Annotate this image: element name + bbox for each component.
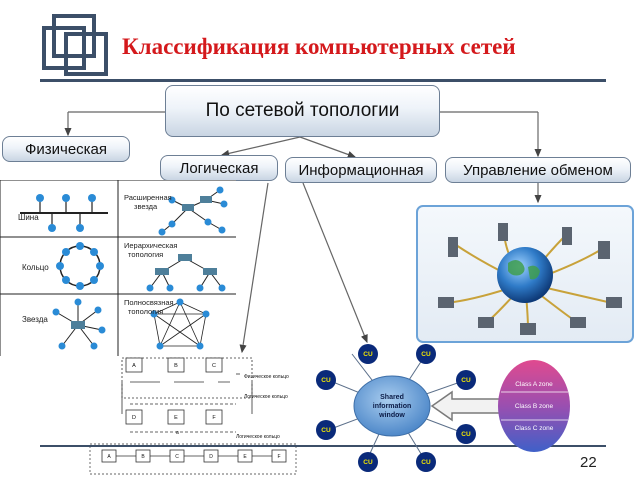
extended-star-label-1: Расширенная	[124, 193, 172, 202]
page-number: 22	[580, 454, 597, 471]
bus-label: Шина	[18, 213, 39, 222]
chain-node-f: F	[277, 454, 280, 460]
physical-topologies-figure: Шина Расширенная звезда Кольцо Иерархиче…	[0, 180, 236, 356]
cu-label-1: CU	[363, 351, 373, 358]
footer-rule	[40, 445, 606, 447]
ring-node-f: F	[212, 415, 216, 421]
cu-label-5: CU	[321, 427, 331, 434]
branch-physical-label: Физическая	[24, 140, 108, 158]
legend-physical-ring: Физическое кольцо	[244, 374, 289, 380]
logical-ring-figure: A B C D E F Физическое кольцо Логическое…	[89, 357, 297, 475]
ring-node-a: A	[132, 363, 136, 369]
branch-information-label: Информационная	[298, 161, 424, 179]
cu-label-4: CU	[461, 377, 471, 384]
window-label-3: window	[378, 412, 405, 419]
branch-exchange-label: Управление обменом	[463, 161, 613, 179]
caption-logical-ring: Логическое кольцо	[236, 434, 280, 440]
branch-information: Информационная	[285, 157, 437, 183]
caption-a: а	[176, 430, 179, 436]
star-label: Звезда	[22, 315, 48, 324]
cu-label-7: CU	[363, 459, 373, 466]
branch-logical-label: Логическая	[179, 159, 259, 177]
extended-star-label-2: звезда	[134, 202, 158, 211]
full-mesh-label-2: топология	[128, 307, 163, 316]
ring-node-e: E	[174, 415, 178, 421]
ring-node-d: D	[132, 415, 136, 421]
zone-c-label: Class C zone	[515, 425, 554, 432]
hierarchical-label-1: Иерархическая	[124, 241, 177, 250]
cu-label-8: CU	[421, 459, 431, 466]
full-mesh-label-1: Полносвязная	[124, 298, 174, 307]
cu-label-6: CU	[461, 431, 471, 438]
chain-node-e: E	[243, 454, 247, 460]
title-rule	[40, 79, 606, 82]
ring-label: Кольцо	[22, 263, 49, 272]
logo-icon	[42, 14, 108, 76]
branch-exchange: Управление обменом	[445, 157, 631, 183]
branch-logical: Логическая	[160, 155, 278, 181]
cu-label-2: CU	[421, 351, 431, 358]
window-label-1: Shared	[380, 394, 404, 401]
root-label: По сетевой топологии	[205, 100, 400, 121]
chain-node-b: B	[141, 454, 145, 460]
ring-node-c: C	[212, 363, 216, 369]
legend-logical-ring: Логическое кольцо	[244, 394, 288, 400]
page-title: Классификация компьютерных сетей	[122, 34, 516, 59]
chain-node-c: C	[175, 454, 179, 460]
window-label-2: information	[373, 403, 412, 410]
hierarchical-label-2: топология	[128, 250, 163, 259]
cu-nodes	[316, 344, 476, 472]
ring-node-b: B	[174, 363, 178, 369]
network-globe-image	[416, 205, 634, 343]
cu-label-3: CU	[321, 377, 331, 384]
zone-a-label: Class A zone	[515, 381, 553, 388]
bus-topology	[20, 200, 108, 226]
chain-node-d: D	[209, 454, 213, 460]
chain-node-a: A	[107, 454, 111, 460]
root-node: По сетевой топологии	[165, 85, 440, 137]
branch-physical: Физическая	[2, 136, 130, 162]
zone-b-label: Class B zone	[515, 403, 554, 410]
shared-window-diagram: Shared information window CU CU CU CU CU…	[316, 344, 570, 472]
